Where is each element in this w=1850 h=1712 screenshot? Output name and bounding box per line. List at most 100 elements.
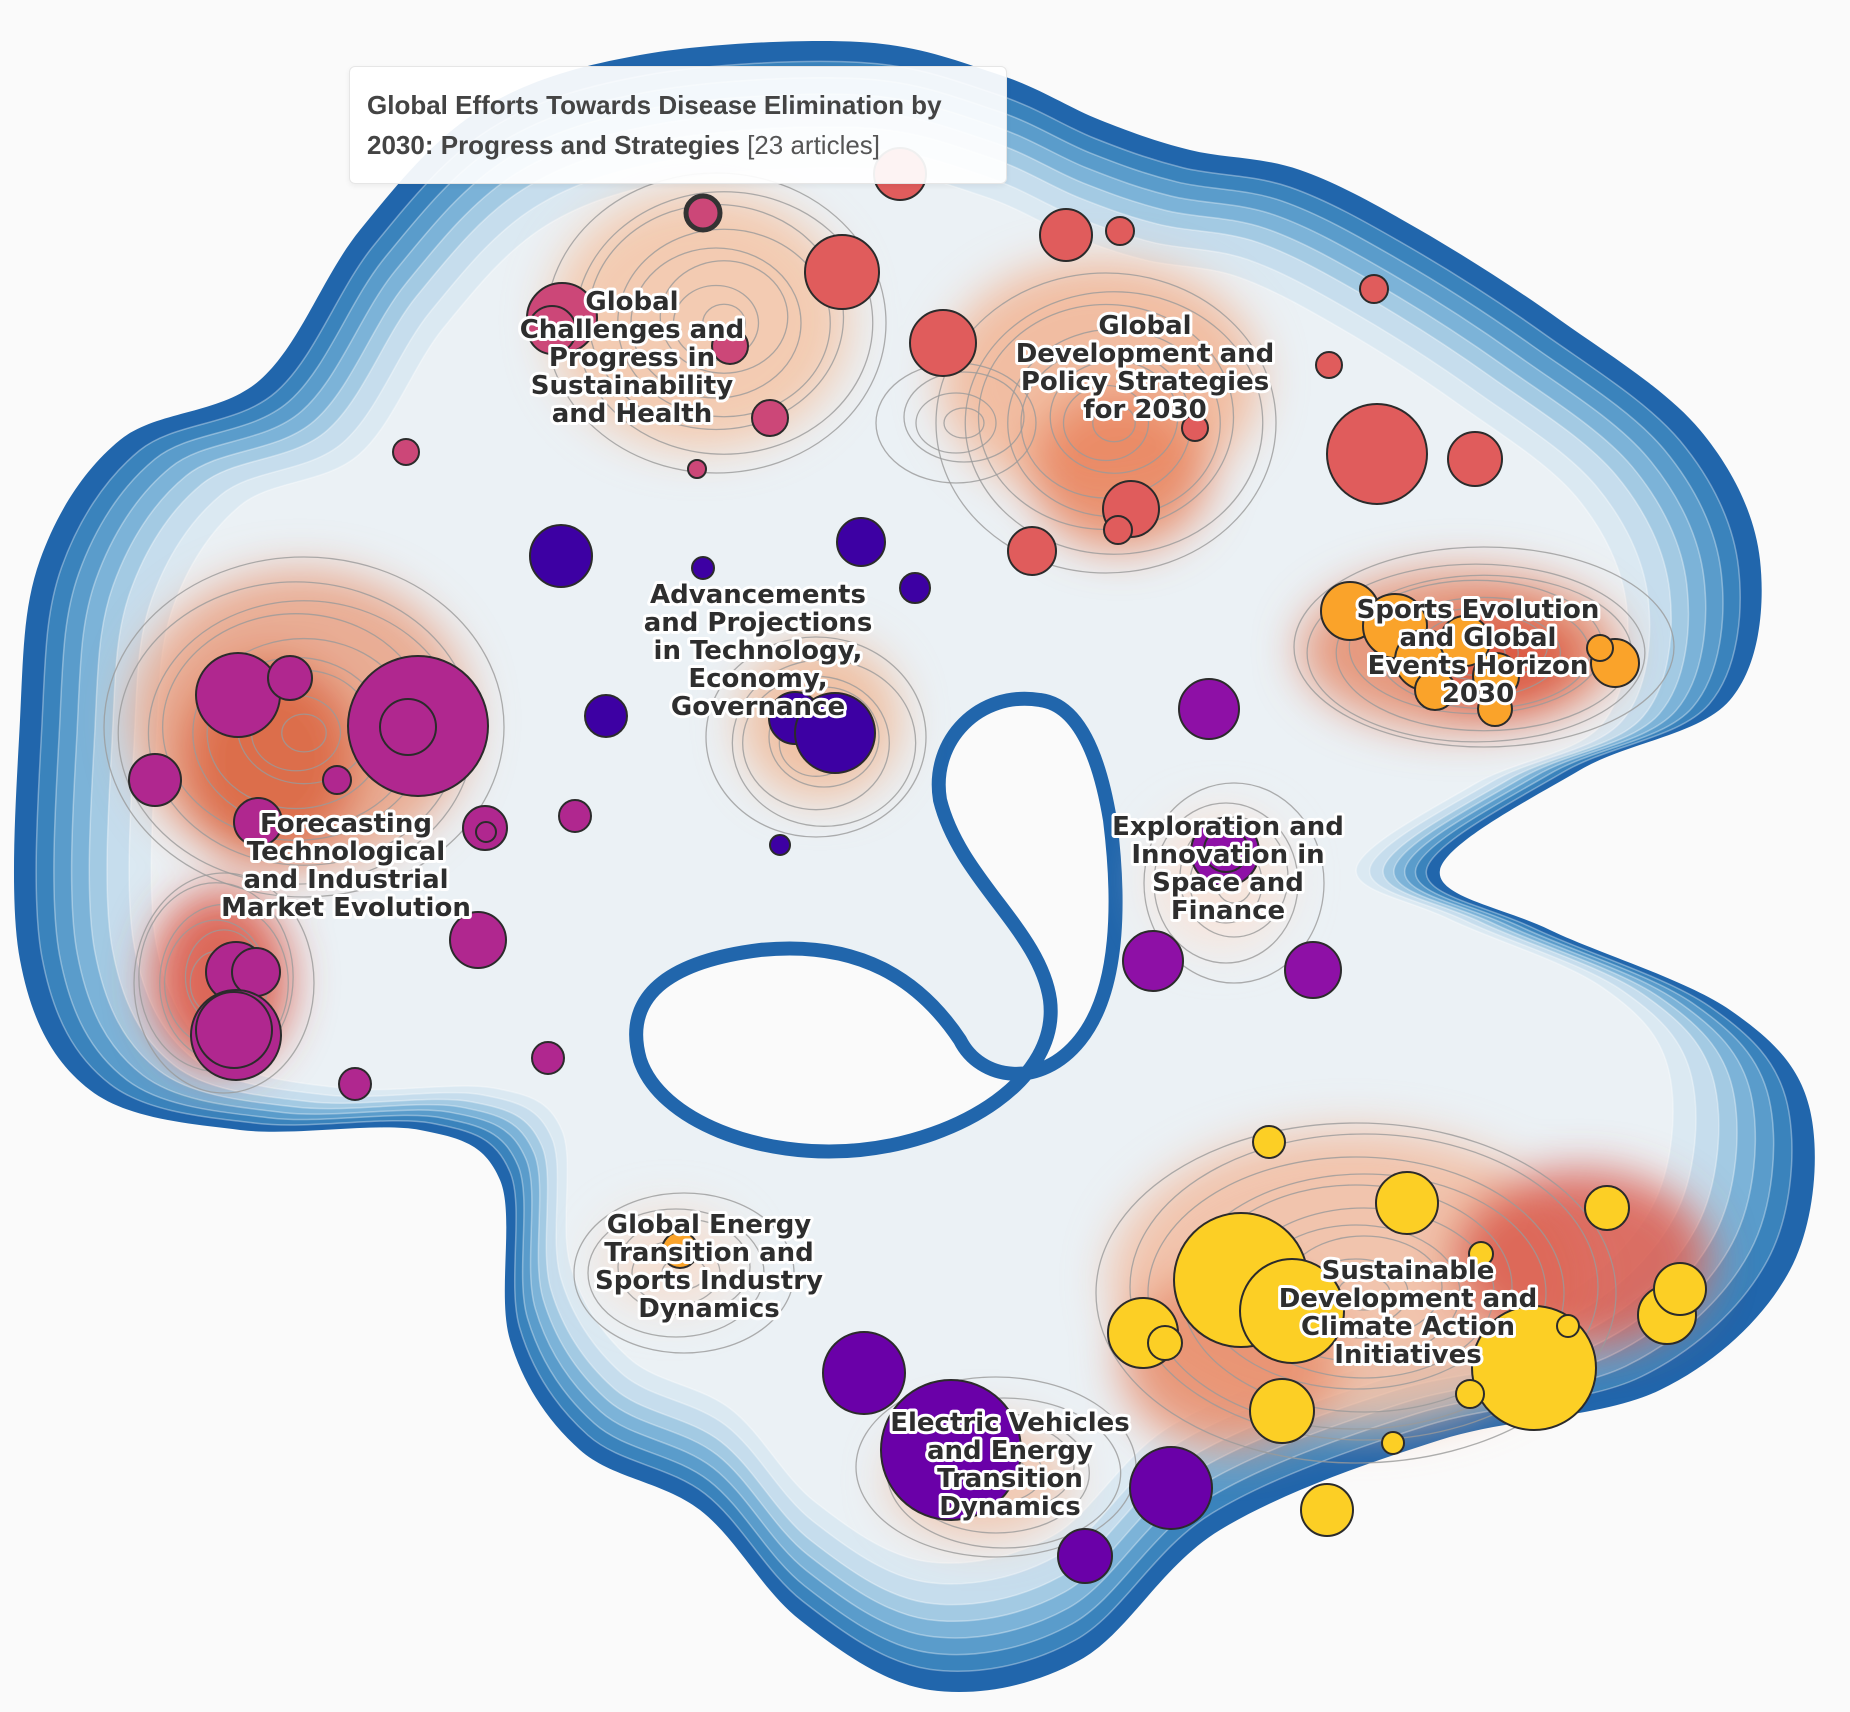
document-marker[interactable] xyxy=(1300,1483,1354,1537)
cluster-label-line: Global Energy xyxy=(607,1210,812,1240)
contour-line xyxy=(1293,546,1675,748)
document-marker[interactable] xyxy=(1455,1379,1485,1409)
cluster-label-line: Dynamics xyxy=(939,1492,1080,1522)
contour-line xyxy=(1306,563,1646,743)
contour-line xyxy=(943,407,985,439)
contour-line xyxy=(617,228,831,418)
cluster-label-line: Sustainable xyxy=(1322,1256,1495,1286)
document-marker[interactable] xyxy=(751,399,789,437)
cluster-label-line: Challenges and xyxy=(520,315,745,345)
document-marker[interactable] xyxy=(558,799,592,833)
document-markers[interactable] xyxy=(128,147,1707,1584)
document-marker[interactable] xyxy=(1359,274,1389,304)
contour-line xyxy=(903,371,1025,463)
document-marker[interactable] xyxy=(1315,351,1343,379)
document-marker[interactable] xyxy=(1468,1241,1494,1267)
document-marker[interactable] xyxy=(584,694,628,738)
document-marker[interactable] xyxy=(1447,431,1503,487)
document-marker[interactable] xyxy=(1147,1325,1183,1361)
cluster-label-line: Initiatives xyxy=(1334,1340,1481,1370)
document-marker[interactable] xyxy=(711,327,749,365)
contour-line xyxy=(617,1218,751,1316)
document-marker[interactable] xyxy=(822,1331,906,1415)
document-marker[interactable] xyxy=(529,524,593,588)
document-marker[interactable] xyxy=(1203,827,1249,873)
document-marker[interactable] xyxy=(322,765,352,795)
document-marker[interactable] xyxy=(1122,930,1184,992)
document-marker[interactable] xyxy=(475,821,497,843)
document-marker[interactable] xyxy=(687,459,707,479)
cluster-label-line: Transition xyxy=(937,1464,1083,1494)
cluster-label-line: Transition and xyxy=(604,1238,814,1268)
document-marker[interactable] xyxy=(1105,216,1135,246)
cluster-label-line: Events Horizon xyxy=(1368,651,1589,681)
document-marker[interactable] xyxy=(1586,634,1614,662)
cluster-label-line: for 2030 xyxy=(1083,395,1206,425)
document-marker[interactable] xyxy=(1326,403,1428,505)
contour-line xyxy=(1129,1133,1599,1441)
cluster-label-line: and Global xyxy=(1400,623,1557,653)
contour-line xyxy=(133,872,315,1094)
document-marker[interactable] xyxy=(1556,1314,1580,1338)
document-marker[interactable] xyxy=(1007,526,1057,576)
document-marker[interactable] xyxy=(1284,941,1342,999)
document-marker[interactable] xyxy=(1039,208,1093,262)
selected-document-marker[interactable] xyxy=(683,193,723,233)
document-marker[interactable] xyxy=(794,692,876,774)
document-marker[interactable] xyxy=(531,1041,565,1075)
document-marker[interactable] xyxy=(527,305,577,355)
contour-line xyxy=(1049,360,1179,474)
document-marker[interactable] xyxy=(392,438,420,466)
contour-line xyxy=(705,636,927,838)
document-marker[interactable] xyxy=(880,1379,1022,1521)
document-marker[interactable] xyxy=(1181,414,1209,442)
document-marker[interactable] xyxy=(1381,1431,1405,1455)
document-marker[interactable] xyxy=(836,517,886,567)
cluster-label-line: in Technology, xyxy=(654,636,863,666)
document-marker[interactable] xyxy=(1477,691,1513,727)
document-marker[interactable] xyxy=(1249,1378,1315,1444)
document-marker[interactable] xyxy=(379,698,437,756)
contour-line xyxy=(587,1208,765,1338)
document-marker[interactable] xyxy=(691,556,715,580)
document-marker[interactable] xyxy=(1129,1446,1213,1530)
document-marker[interactable] xyxy=(449,911,507,969)
document-marker[interactable] xyxy=(231,947,281,997)
document-marker[interactable] xyxy=(1252,1125,1286,1159)
cluster-label-line: Economy, xyxy=(688,664,827,694)
document-marker[interactable] xyxy=(195,652,281,738)
document-marker[interactable] xyxy=(1584,1185,1630,1231)
document-marker[interactable] xyxy=(1103,515,1133,545)
cluster-label-line: Finance xyxy=(1171,896,1285,926)
document-marker[interactable] xyxy=(338,1067,372,1101)
cluster-label-line: Innovation in xyxy=(1131,840,1324,870)
cluster-label-line: Governance xyxy=(671,692,845,722)
document-marker[interactable] xyxy=(1439,615,1491,667)
document-marker[interactable] xyxy=(909,309,977,377)
document-marker[interactable] xyxy=(1057,1528,1113,1584)
document-marker[interactable] xyxy=(1178,678,1240,740)
document-marker[interactable] xyxy=(899,572,931,604)
cluster-label-line: Sustainability xyxy=(531,371,733,401)
document-marker[interactable] xyxy=(769,834,791,856)
document-marker[interactable] xyxy=(661,1231,699,1269)
document-marker[interactable] xyxy=(195,991,273,1069)
document-marker[interactable] xyxy=(1653,1262,1707,1316)
document-marker[interactable] xyxy=(233,797,283,847)
document-marker[interactable] xyxy=(1239,1258,1345,1364)
cluster-label-line: Development and xyxy=(1016,339,1275,369)
contour-line xyxy=(731,659,917,827)
document-marker[interactable] xyxy=(128,753,182,807)
document-marker[interactable] xyxy=(804,234,880,310)
document-marker[interactable] xyxy=(267,655,313,701)
contour-line xyxy=(915,392,997,454)
document-marker[interactable] xyxy=(1414,669,1456,711)
cluster-label-line: and Energy xyxy=(927,1436,1093,1466)
document-marker[interactable] xyxy=(1375,1171,1439,1235)
